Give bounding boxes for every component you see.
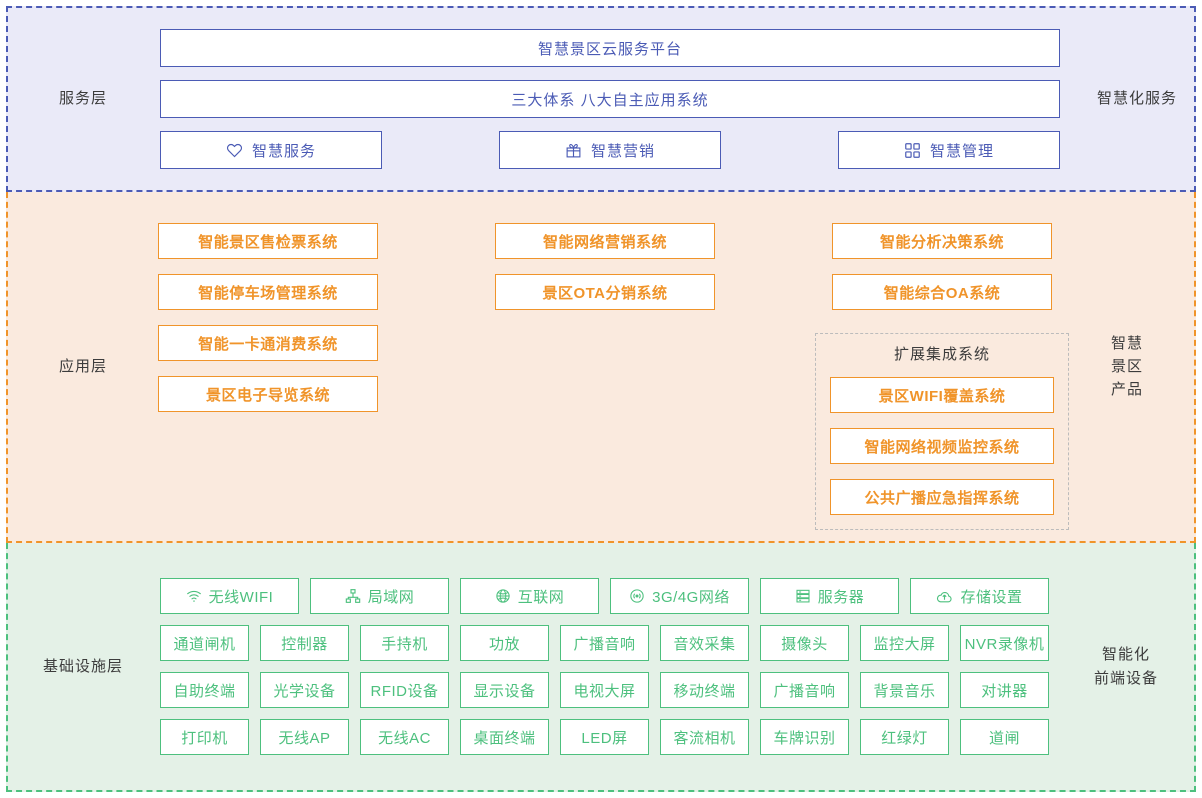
infra-chip-lan[interactable]: 局域网 [310,578,449,614]
device-chip[interactable]: 无线AC [360,719,449,755]
service-pill-smart-marketing[interactable]: 智慧营销 [499,131,721,169]
device-chip[interactable]: 手持机 [360,625,449,661]
service-pill-label: 智慧营销 [590,142,655,160]
infra-chip-mobile-network[interactable]: 3G/4G网络 [610,578,749,614]
infra-chip-wifi[interactable]: 无线WIFI [160,578,299,614]
extension-group-title: 扩展集成系统 [893,346,990,363]
gift-icon [565,142,582,159]
wifi-icon [186,588,202,604]
application-layer-body: 智能景区售检票系统 智能停车场管理系统 智能一卡通消费系统 景区电子导览系统 智… [158,203,1069,530]
app-box-video-surveillance[interactable]: 智能网络视频监控系统 [830,428,1054,464]
service-pill-label: 智慧服务 [251,142,316,160]
app-box-oa[interactable]: 智能综合OA系统 [832,274,1052,310]
infra-chip-server[interactable]: 服务器 [760,578,899,614]
globe-icon [495,588,511,604]
infra-chip-label: 无线WIFI [208,588,274,606]
grid-icon [904,142,921,159]
infrastructure-layer-right-label: 智能化 前端设备 [1051,643,1201,690]
systems-overview-box[interactable]: 三大体系 八大自主应用系统 [160,80,1060,118]
application-layer-right-label: 智慧 景区 产品 [1052,332,1202,402]
device-chip[interactable]: 广播音响 [560,625,649,661]
lan-icon [345,588,361,604]
app-box-public-broadcast[interactable]: 公共广播应急指挥系统 [830,479,1054,515]
infra-chip-label: 3G/4G网络 [652,588,730,606]
device-chip[interactable]: 道闸 [960,719,1049,755]
cloud-platform-box[interactable]: 智慧景区云服务平台 [160,29,1060,67]
service-pill-label: 智慧管理 [929,142,994,160]
infrastructure-device-row-2: 自助终端 光学设备 RFID设备 显示设备 电视大屏 移动终端 广播音响 背景音… [160,672,1049,708]
service-layer: 服务层 智慧景区云服务平台 三大体系 八大自主应用系统 智慧服务 [6,6,1196,192]
app-box-ticketing[interactable]: 智能景区售检票系统 [158,223,378,259]
application-right-label-line-1: 智慧 [1110,334,1143,352]
extension-integration-group: 扩展集成系统 景区WIFI覆盖系统 智能网络视频监控系统 公共广播应急指挥系统 [815,333,1069,530]
app-box-network-marketing[interactable]: 智能网络营销系统 [495,223,715,259]
device-chip[interactable]: 光学设备 [260,672,349,708]
heart-icon [226,142,243,159]
device-chip[interactable]: 显示设备 [460,672,549,708]
application-column-3: 智能分析决策系统 智能综合OA系统 扩展集成系统 景区WIFI覆盖系统 智能网络… [815,223,1069,530]
app-box-parking[interactable]: 智能停车场管理系统 [158,274,378,310]
infra-chip-storage[interactable]: 存储设置 [910,578,1049,614]
service-pill-row: 智慧服务 智慧营销 [160,131,1060,169]
device-chip[interactable]: 客流相机 [660,719,749,755]
application-right-label-line-3: 产品 [1110,381,1143,399]
infrastructure-network-row: 无线WIFI 局域网 [160,578,1049,614]
service-pill-smart-service[interactable]: 智慧服务 [160,131,382,169]
app-box-onecard[interactable]: 智能一卡通消费系统 [158,325,378,361]
infrastructure-right-label-line-2: 前端设备 [1093,669,1158,687]
device-chip[interactable]: 监控大屏 [860,625,949,661]
application-layer-left-label: 应用层 [58,357,107,375]
device-chip[interactable]: 摄像头 [760,625,849,661]
device-chip[interactable]: 移动终端 [660,672,749,708]
infra-chip-label: 服务器 [817,588,865,606]
service-pill-smart-management[interactable]: 智慧管理 [838,131,1060,169]
service-layer-left-label: 服务层 [58,90,107,108]
service-layer-body: 智慧景区云服务平台 三大体系 八大自主应用系统 智慧服务 [158,29,1062,169]
device-chip[interactable]: 对讲器 [960,672,1049,708]
app-box-eguide[interactable]: 景区电子导览系统 [158,376,378,412]
device-chip[interactable]: 广播音响 [760,672,849,708]
application-column-1: 智能景区售检票系统 智能停车场管理系统 智能一卡通消费系统 景区电子导览系统 [158,223,378,412]
application-layer: 应用层 智能景区售检票系统 智能停车场管理系统 智能一卡通消费系统 景区电子导览… [6,192,1196,543]
infra-chip-label: 局域网 [367,588,415,606]
infrastructure-layer-left-label: 基础设施层 [42,657,123,675]
device-chip[interactable]: 控制器 [260,625,349,661]
application-column-2: 智能网络营销系统 景区OTA分销系统 [495,223,715,310]
signal-icon [629,588,645,604]
infrastructure-device-row-3: 打印机 无线AP 无线AC 桌面终端 LED屏 客流相机 车牌识别 红绿灯 道闸 [160,719,1049,755]
device-chip[interactable]: 桌面终端 [460,719,549,755]
infra-chip-internet[interactable]: 互联网 [460,578,599,614]
device-chip[interactable]: 自助终端 [160,672,249,708]
device-chip[interactable]: 无线AP [260,719,349,755]
device-chip[interactable]: 红绿灯 [860,719,949,755]
infrastructure-layer: 基础设施层 无线WIFI [6,543,1196,792]
infrastructure-right-label-line-1: 智能化 [1101,646,1150,664]
infrastructure-layer-body: 无线WIFI 局域网 [158,578,1051,755]
app-box-ota[interactable]: 景区OTA分销系统 [495,274,715,310]
device-chip[interactable]: 功放 [460,625,549,661]
cloud-storage-icon [936,588,953,605]
app-box-wifi-coverage[interactable]: 景区WIFI覆盖系统 [830,377,1054,413]
infra-chip-label: 互联网 [517,588,565,606]
application-right-label-line-2: 景区 [1110,357,1143,375]
server-icon [795,588,811,604]
device-chip[interactable]: 电视大屏 [560,672,649,708]
service-layer-right-label: 智慧化服务 [1096,90,1177,108]
device-chip[interactable]: 车牌识别 [760,719,849,755]
device-chip[interactable]: LED屏 [560,719,649,755]
infra-chip-label: 存储设置 [960,588,1023,606]
device-chip[interactable]: 音效采集 [660,625,749,661]
device-chip[interactable]: RFID设备 [360,672,449,708]
device-chip[interactable]: NVR录像机 [960,625,1049,661]
app-box-analytics[interactable]: 智能分析决策系统 [832,223,1052,259]
infrastructure-device-row-1: 通道闸机 控制器 手持机 功放 广播音响 音效采集 摄像头 监控大屏 NVR录像… [160,625,1049,661]
device-chip[interactable]: 通道闸机 [160,625,249,661]
device-chip[interactable]: 打印机 [160,719,249,755]
device-chip[interactable]: 背景音乐 [860,672,949,708]
